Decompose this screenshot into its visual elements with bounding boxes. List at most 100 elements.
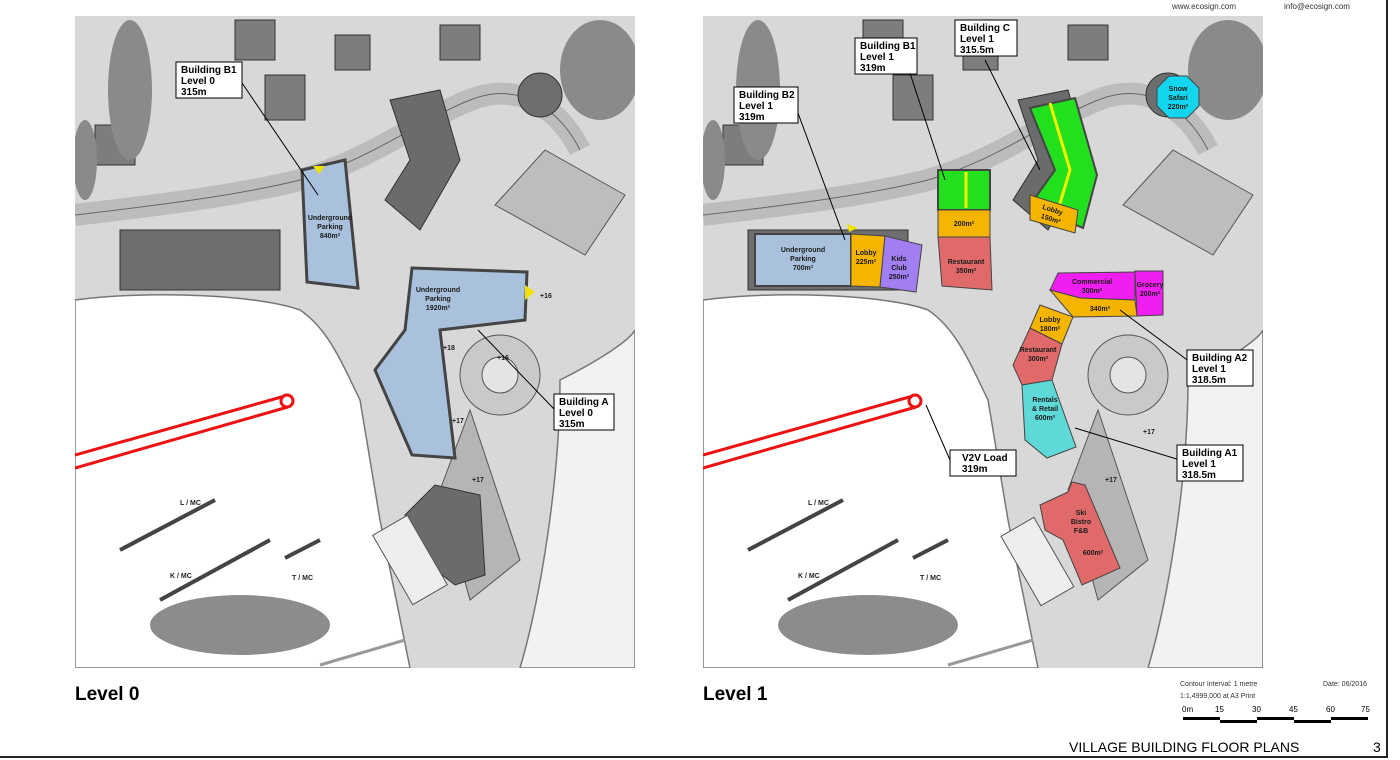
spot-elevation: +17 xyxy=(1143,429,1155,436)
space-area: 180m² xyxy=(1040,326,1061,333)
spot-elevation: +17 xyxy=(1105,477,1117,484)
contour-interval: Contour Interval: 1 metre xyxy=(1180,681,1258,688)
ski-bistro xyxy=(1039,481,1121,586)
a1-rentals xyxy=(1021,379,1077,459)
callout-label: 319m xyxy=(739,112,765,123)
space-area: 250m² xyxy=(889,274,910,281)
ski-run-label: T / MC xyxy=(292,575,313,582)
space-area: 600m² xyxy=(1035,415,1056,422)
space-area: 840m² xyxy=(320,233,341,240)
callout-label: Building B1 xyxy=(181,65,237,76)
b1-unit xyxy=(937,209,991,238)
callout-label: 315m xyxy=(181,87,207,98)
scale-tick: 60 xyxy=(1326,705,1335,714)
callout-label: Level 1 xyxy=(739,101,773,112)
callout-label: Building A2 xyxy=(1192,353,1248,364)
callout-label: 318.5m xyxy=(1182,470,1216,481)
snow-safari xyxy=(1156,75,1200,119)
space-name: Restaurant xyxy=(1020,347,1057,354)
space-name: Underground xyxy=(781,247,825,254)
a2-unit xyxy=(1048,289,1138,318)
c-green xyxy=(1028,96,1099,230)
space-name: F&B xyxy=(1074,528,1088,535)
scale-ratio: 1:1,4999,000 at A3 Print xyxy=(1180,693,1256,700)
callout-label: Level 1 xyxy=(860,52,894,63)
space-name: Rentals xyxy=(1032,397,1057,404)
scale-tick: 75 xyxy=(1361,705,1370,714)
space-area: 220m² xyxy=(1168,104,1189,111)
email-text: info@ecosign.com xyxy=(1284,2,1350,11)
space-name: Safari xyxy=(1168,95,1188,102)
callout-label: Level 1 xyxy=(960,34,994,45)
space-name: Club xyxy=(891,265,907,272)
level1-map: Underground Parking 700m² Lobby 225m² Ki… xyxy=(701,16,1268,668)
scale-tick: 45 xyxy=(1289,705,1298,714)
space-name: Ski xyxy=(1076,510,1087,517)
a2-grocery xyxy=(1134,270,1164,317)
space-name: Parking xyxy=(425,296,451,303)
scale-bar xyxy=(1183,717,1368,723)
scale-tick: 30 xyxy=(1252,705,1261,714)
callout-label: Building C xyxy=(960,23,1010,34)
space-labels: Underground Parking 700m² Lobby 225m² Ki… xyxy=(781,86,1189,582)
callouts: Building B1 Level 1 319m Building C Leve… xyxy=(733,19,1254,482)
ski-run-label: K / MC xyxy=(798,573,820,580)
page-number: 3 xyxy=(1373,739,1381,755)
date-text: Date: 06/2016 xyxy=(1323,681,1367,688)
ski-run-label: L / MC xyxy=(180,500,201,507)
space-name: Underground xyxy=(416,287,460,294)
callout-label: Building A1 xyxy=(1182,448,1238,459)
spot-elevation: +18 xyxy=(443,345,455,352)
spot-elevation: +16 xyxy=(497,355,509,362)
b1-restaurant xyxy=(937,236,993,291)
level0-title: Level 0 xyxy=(75,684,140,705)
b2-kids-club xyxy=(879,235,923,293)
callout-label: Level 1 xyxy=(1192,364,1226,375)
level0-map: Underground Parking 840m² Underground Pa… xyxy=(73,16,640,668)
space-area: 1920m² xyxy=(426,305,451,312)
space-name: & Retail xyxy=(1032,406,1058,413)
spot-elevation: +16 xyxy=(540,293,552,300)
callout-label: Level 0 xyxy=(559,408,593,419)
ski-run-label: L / MC xyxy=(808,500,829,507)
callout-label: 315.5m xyxy=(960,45,994,56)
space-name: Underground xyxy=(308,215,352,222)
b1-green xyxy=(937,169,991,211)
scale-tick: 15 xyxy=(1215,705,1224,714)
callout-label: 319m xyxy=(962,464,988,475)
space-area: 600m² xyxy=(1083,550,1104,557)
callout-label: Level 1 xyxy=(1182,459,1216,470)
callout-box xyxy=(175,61,243,99)
space-name: Parking xyxy=(317,224,343,231)
space-area: 340m² xyxy=(1090,306,1111,313)
space-area: 225m² xyxy=(856,259,877,266)
space-name: Parking xyxy=(790,256,816,263)
space-name: Commercial xyxy=(1072,279,1112,286)
space-name: Grocery xyxy=(1137,282,1164,289)
level1-title: Level 1 xyxy=(703,684,768,705)
space-name: Lobby xyxy=(856,250,877,257)
spot-elevation: +17 xyxy=(452,418,464,425)
space-area: 700m² xyxy=(793,265,814,272)
callout-box xyxy=(553,393,615,431)
spot-elevation: +17 xyxy=(472,477,484,484)
callout-label: 319m xyxy=(860,63,886,74)
space-area: 300m² xyxy=(1082,288,1103,295)
c-lobby xyxy=(1029,194,1079,234)
ski-run-label: K / MC xyxy=(170,573,192,580)
space-name: Bistro xyxy=(1071,519,1091,526)
callout-label: 315m xyxy=(559,419,585,430)
website-text: www.ecosign.com xyxy=(1172,2,1237,11)
space-area: 200m² xyxy=(1140,291,1161,298)
callout-label: Level 0 xyxy=(181,76,215,87)
space-name: Restaurant xyxy=(948,259,985,266)
ski-run-label: T / MC xyxy=(920,575,941,582)
space-area: 300m² xyxy=(1028,356,1049,363)
page-title: VILLAGE BUILDING FLOOR PLANS xyxy=(1069,739,1300,755)
callout-label: V2V Load xyxy=(962,453,1008,464)
space-name: Kids xyxy=(891,256,906,263)
space-name: Snow xyxy=(1169,86,1188,93)
callout-label: 318.5m xyxy=(1192,375,1226,386)
callout-label: Building A xyxy=(559,397,609,408)
